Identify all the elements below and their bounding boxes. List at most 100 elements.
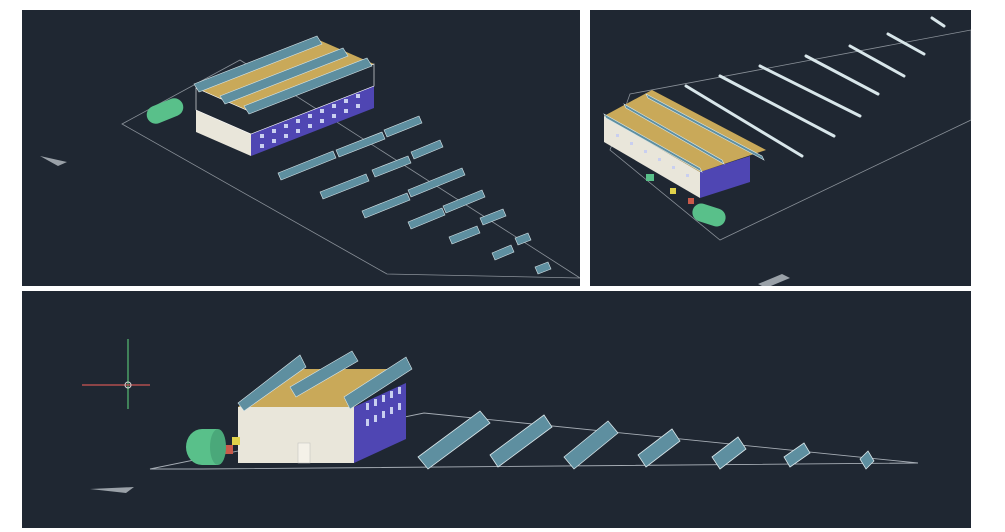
ucs-crosshair-icon (82, 339, 150, 409)
ground-panel (371, 155, 412, 178)
roof-panel-row (219, 47, 349, 105)
compass-arrow-icon (40, 156, 67, 166)
window (398, 387, 401, 394)
window (390, 391, 393, 398)
ground-panel (718, 74, 836, 138)
building-windows (260, 94, 360, 148)
ground-array[interactable] (277, 115, 552, 275)
window (658, 158, 661, 161)
window (366, 403, 369, 410)
tank-end (210, 429, 226, 465)
equipment-box (688, 198, 694, 204)
ground-panel (417, 410, 491, 470)
window (320, 119, 324, 123)
ground-panel (335, 131, 386, 158)
building-edge (195, 63, 375, 135)
building-door (297, 442, 311, 464)
building-wall-front (604, 116, 700, 198)
building-windows (616, 134, 689, 177)
roof-panel-row (645, 93, 765, 161)
equipment-box (232, 437, 240, 445)
roof-panel-row (193, 35, 323, 93)
window (366, 419, 369, 426)
window (374, 415, 377, 422)
window (374, 399, 377, 406)
building[interactable] (237, 350, 413, 464)
ground-panel (563, 420, 619, 470)
ground-panel (319, 173, 370, 200)
roof-panel-row (243, 57, 373, 115)
tank-body (146, 98, 184, 124)
ground-panel (407, 207, 446, 230)
roof-panel-row (289, 350, 359, 398)
ground-panel (383, 115, 423, 138)
window (382, 411, 385, 418)
ground-panel (479, 208, 507, 226)
ground-panel (684, 84, 804, 158)
ground-array[interactable] (417, 410, 875, 470)
building-windows (366, 387, 401, 426)
scene-top-right (603, 16, 971, 286)
equipment-box (670, 188, 676, 194)
building-roof (604, 90, 766, 172)
ground-panel (637, 428, 681, 468)
window (284, 134, 288, 138)
window (686, 174, 689, 177)
window (356, 94, 360, 98)
ground-array[interactable] (684, 16, 946, 158)
roof-panel-row (623, 103, 725, 165)
building-wall-side (251, 86, 374, 156)
ground-panel (930, 16, 946, 28)
window (260, 144, 264, 148)
ground-panel (491, 244, 515, 261)
window (296, 129, 300, 133)
roof-solar-panels (237, 350, 413, 412)
storage-tank[interactable] (144, 96, 186, 127)
window (308, 124, 312, 128)
window (332, 114, 336, 118)
compass-arrow-icon (758, 274, 790, 286)
building-wall-front (196, 110, 251, 156)
site-boundary (609, 29, 971, 241)
equipment-box (646, 174, 654, 181)
building-wall-front (238, 407, 354, 463)
ground-panel (277, 150, 337, 181)
storage-tank[interactable] (690, 201, 728, 229)
window (320, 109, 324, 113)
ground-panel (711, 436, 747, 470)
building[interactable] (193, 35, 375, 156)
ground-panel (859, 450, 875, 470)
window (344, 109, 348, 113)
ground-panel (848, 44, 906, 78)
ground-panel (886, 32, 926, 56)
storage-tank[interactable] (186, 429, 226, 465)
ground-panel (534, 261, 552, 275)
viewport-top-left[interactable] (22, 10, 580, 286)
ground-panel (804, 54, 880, 96)
window (308, 114, 312, 118)
window (272, 129, 276, 133)
window (332, 104, 336, 108)
ground-panel (448, 225, 481, 245)
roof-panel-row (237, 354, 307, 412)
window (672, 166, 675, 169)
window (296, 119, 300, 123)
viewport-bottom[interactable] (22, 291, 971, 528)
building[interactable] (603, 90, 766, 198)
window (344, 99, 348, 103)
window (644, 150, 647, 153)
ground-panel (410, 139, 444, 160)
scene-bottom (82, 339, 919, 493)
roof-solar-panels (193, 35, 373, 115)
roof-panel-row (603, 113, 703, 173)
roof-solar-panels (603, 93, 765, 173)
viewport-top-right[interactable] (590, 10, 971, 286)
ground-panel (514, 232, 532, 246)
ground-panel (489, 414, 553, 468)
tank-body (692, 203, 726, 227)
ground-panel (758, 64, 862, 118)
window (272, 139, 276, 143)
window (390, 407, 393, 414)
equipment-box (224, 445, 233, 454)
window (398, 403, 401, 410)
